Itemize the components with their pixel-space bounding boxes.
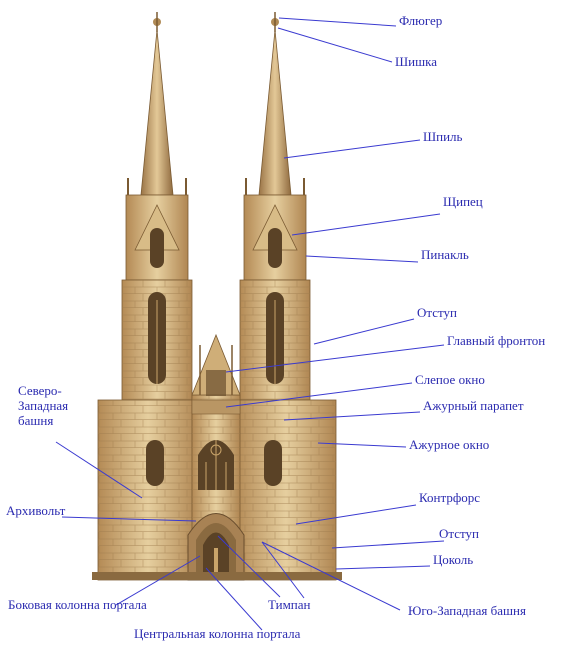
- label-azhurny-parapet: Ажурный парапет: [423, 398, 524, 413]
- plinth: [92, 572, 342, 580]
- label-severo-zapadnaya-line2: Западная: [18, 398, 98, 413]
- south-west-tower: [236, 12, 336, 580]
- label-severo-zapadnaya: Северо- Западная башня: [18, 383, 98, 428]
- label-slepoe-okno: Слепое окно: [415, 372, 485, 387]
- label-kontrfors: Контрфорс: [419, 490, 480, 505]
- label-tsokol: Цоколь: [433, 552, 473, 567]
- label-severo-zapadnaya-line1: Северо-: [18, 383, 98, 398]
- label-bokovaya-kolonna: Боковая колонна портала: [8, 597, 147, 612]
- label-shchipets: Щипец: [443, 194, 483, 209]
- central-facade: [188, 335, 244, 580]
- label-shishka: Шишка: [395, 54, 437, 69]
- label-arkhivolt: Архивольт: [6, 503, 65, 518]
- label-azhurnoe-okno: Ажурное окно: [409, 437, 489, 452]
- left-spire: [141, 30, 173, 195]
- label-severo-zapadnaya-line3: башня: [18, 413, 98, 428]
- label-otstup-bottom: Отступ: [439, 526, 479, 541]
- label-flyuger: Флюгер: [399, 13, 442, 28]
- north-west-tower: [98, 12, 198, 580]
- label-yugo-zapadnaya: Юго-Западная башня: [408, 603, 526, 618]
- label-timpan: Тимпан: [268, 597, 311, 612]
- label-otstup-top: Отступ: [417, 305, 457, 320]
- label-pinakl: Пинакль: [421, 247, 469, 262]
- label-tsentralnaya-kolonna: Центральная колонна портала: [134, 626, 300, 641]
- label-shpil: Шпиль: [423, 129, 462, 144]
- label-glavny-fronton: Главный фронтон: [447, 333, 545, 348]
- right-spire: [259, 30, 291, 195]
